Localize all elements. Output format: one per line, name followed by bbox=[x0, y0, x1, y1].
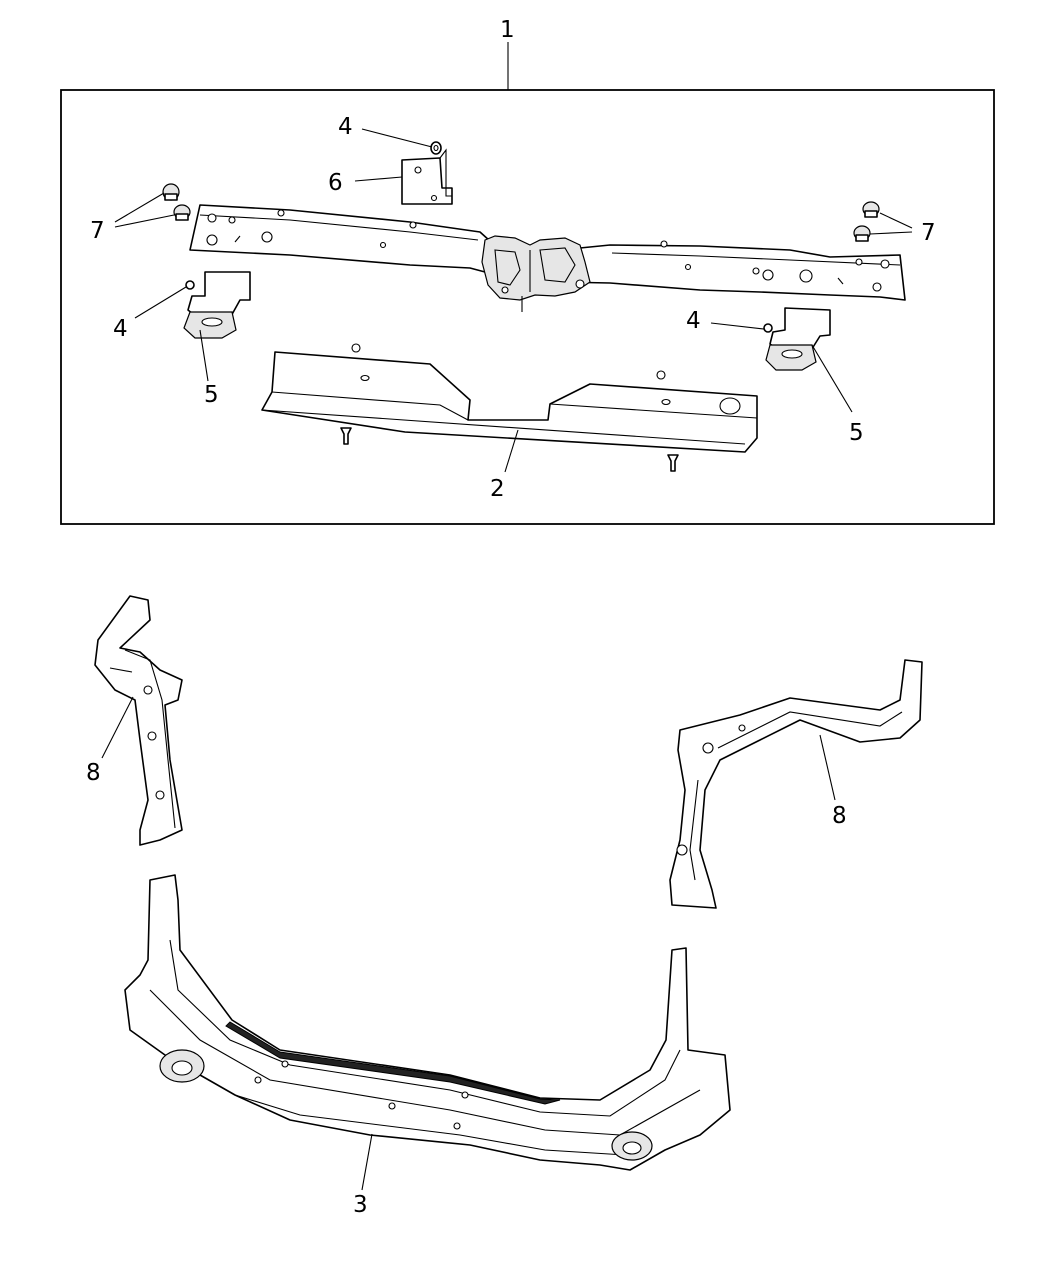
callout-4-left: 4 bbox=[113, 316, 128, 342]
leader-6 bbox=[354, 176, 403, 182]
mount-bracket-left bbox=[183, 271, 251, 339]
callout-2: 2 bbox=[490, 476, 505, 502]
leader-7-right-a bbox=[879, 212, 913, 229]
leader-7-right-b bbox=[869, 231, 913, 235]
callout-5-left: 5 bbox=[204, 382, 219, 408]
callout-4-top: 4 bbox=[338, 114, 353, 140]
bumper-left bbox=[162, 183, 191, 221]
callout-4-right: 4 bbox=[686, 308, 701, 334]
callout-7-left: 7 bbox=[90, 218, 105, 244]
leader-8-right bbox=[819, 734, 836, 801]
callout-3: 3 bbox=[353, 1192, 368, 1218]
leader-8-left bbox=[101, 696, 134, 759]
callout-7-right: 7 bbox=[921, 220, 936, 246]
leader-4-top bbox=[361, 128, 433, 148]
leader-4-right bbox=[710, 322, 765, 330]
lower-shield bbox=[261, 343, 758, 472]
leader-2 bbox=[504, 429, 519, 473]
fastener-top bbox=[430, 141, 442, 155]
fastener-right bbox=[763, 323, 773, 333]
leader-3 bbox=[361, 1133, 373, 1191]
assembly-frame bbox=[60, 89, 995, 525]
leader-7-left-a bbox=[114, 192, 165, 223]
callout-8-right: 8 bbox=[832, 803, 847, 829]
bumper-right bbox=[853, 201, 880, 242]
callout-6: 6 bbox=[328, 170, 343, 196]
leader-4-left bbox=[134, 286, 187, 319]
leader-5-left bbox=[199, 329, 209, 382]
mount-bracket-right bbox=[765, 307, 831, 371]
leader-7-left-b bbox=[114, 214, 175, 228]
leader-5-right bbox=[811, 344, 853, 413]
hood-latch bbox=[481, 235, 591, 312]
callout-8-left: 8 bbox=[86, 760, 101, 786]
support-bracket-left bbox=[94, 595, 183, 846]
latch-bracket bbox=[401, 148, 453, 205]
callout-1: 1 bbox=[500, 17, 515, 43]
support-bracket-right bbox=[669, 659, 923, 909]
fastener-left bbox=[185, 280, 195, 290]
callout-5-right: 5 bbox=[849, 420, 864, 446]
lower-crossmember bbox=[124, 874, 731, 1171]
